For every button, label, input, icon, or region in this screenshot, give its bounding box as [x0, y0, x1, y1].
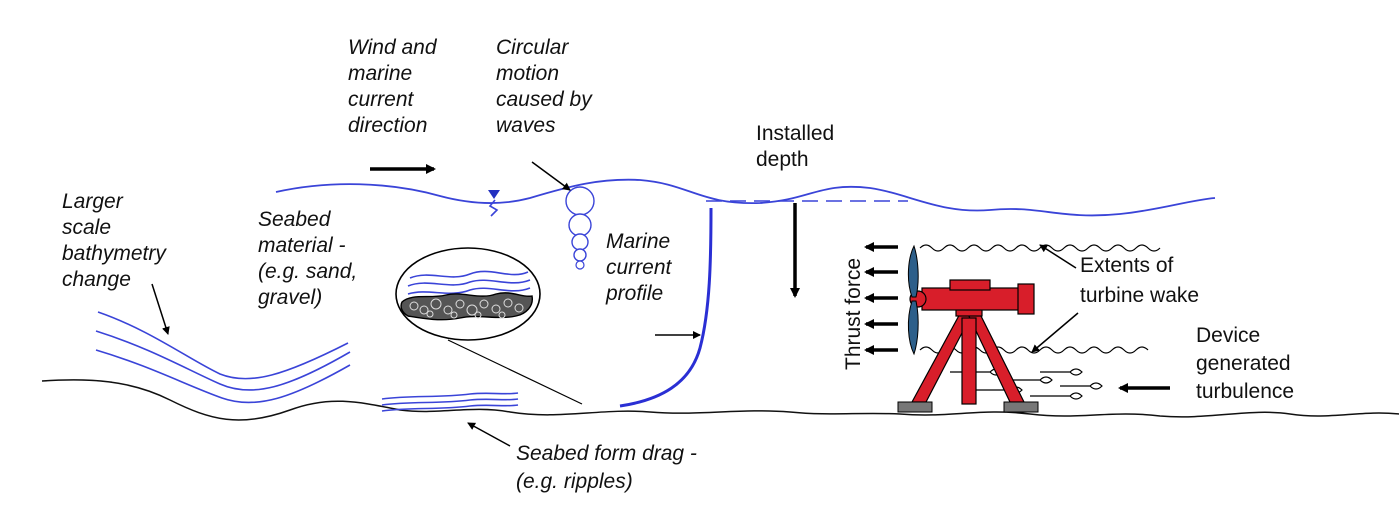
form-drag-arrow	[467, 422, 511, 447]
circular-motion-label: Circular motion caused by waves	[496, 36, 598, 137]
seabed-material-inset	[395, 247, 583, 405]
wind-label: Wind and marine current direction	[348, 36, 442, 137]
wake-line-bottom	[919, 346, 1149, 354]
water-level-tick	[488, 199, 499, 217]
installed-depth-label: Installed depth	[756, 122, 840, 171]
water-level-marker	[488, 190, 500, 199]
bathymetry-label: Larger scale bathymetry change	[62, 190, 172, 291]
seabed-material-label: Seabed material - (e.g. sand, gravel)	[258, 208, 363, 309]
current-profile-label: Marine current profile	[605, 230, 677, 305]
wave-orbit-circles	[565, 186, 595, 270]
turbulence-label: Device generated turbulence	[1196, 324, 1296, 403]
turbine-wake-label: Extents of turbine wake	[1080, 254, 1199, 307]
seabed-line	[41, 379, 1399, 421]
water-surface	[275, 178, 1216, 217]
wake-line-top	[919, 244, 1161, 252]
circular-motion-arrow	[531, 161, 571, 191]
thrust-force-label: Thrust force	[842, 258, 865, 370]
thrust-arrows	[864, 242, 898, 355]
seabed-ripples	[381, 392, 519, 412]
bathymetry-arrow	[151, 283, 170, 335]
wake-arrow-bottom	[1031, 312, 1079, 353]
bathymetry-curves	[95, 311, 351, 404]
form-drag-label: Seabed form drag - (e.g. ripples)	[516, 442, 703, 493]
tidal-turbine	[897, 244, 1039, 413]
wake-arrow-top	[1039, 244, 1077, 269]
current-profile-curve	[619, 207, 713, 408]
